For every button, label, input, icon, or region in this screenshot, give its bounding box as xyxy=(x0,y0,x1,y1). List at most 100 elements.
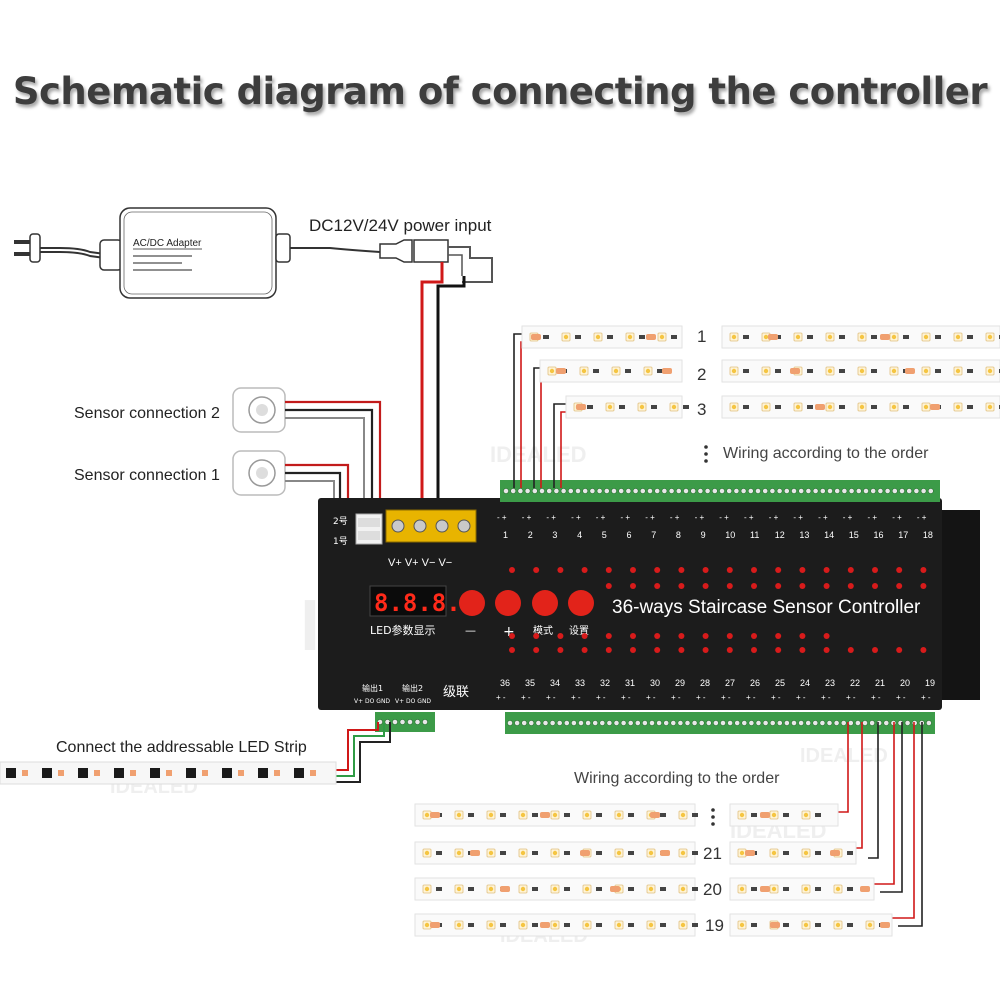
pin-polarity: + - xyxy=(896,693,906,702)
terminal-pin xyxy=(791,720,797,726)
terminal-pin xyxy=(726,488,733,494)
indicator-led xyxy=(775,647,782,653)
strip-number-1: 1 xyxy=(697,327,706,346)
terminal-pin xyxy=(539,488,545,494)
plus-button xyxy=(495,590,521,616)
bottom-channel-number: 32 xyxy=(600,678,610,688)
terminal-pin xyxy=(891,488,898,494)
terminal-pin xyxy=(705,720,712,726)
terminal-pin xyxy=(524,488,531,494)
indicator-led xyxy=(872,583,878,589)
terminal-pin xyxy=(690,488,697,494)
indicator-led xyxy=(509,633,515,639)
indicator-led xyxy=(605,567,612,573)
indicator-led xyxy=(678,633,685,639)
pin-polarity: - + xyxy=(892,513,902,522)
diagram-title: Schematic diagram of connecting the cont… xyxy=(12,70,988,113)
terminal-pin xyxy=(642,720,648,726)
bottom-channel-number: 21 xyxy=(875,678,885,688)
indicator-led xyxy=(654,647,661,653)
pin-polarity: + - xyxy=(571,693,581,702)
indicator-led xyxy=(702,633,709,639)
terminal-pin xyxy=(805,720,812,726)
indicator-led xyxy=(630,633,636,639)
terminal-pin xyxy=(627,720,634,726)
indicator-led xyxy=(726,633,733,639)
indicator-led xyxy=(533,567,540,573)
watermark-mid: IDEALED xyxy=(490,442,587,467)
bottom-channel-number: 30 xyxy=(650,678,660,688)
terminal-pin xyxy=(819,720,826,726)
terminal-pin xyxy=(869,720,875,726)
indicator-led xyxy=(509,647,515,653)
terminal-pin xyxy=(826,720,833,726)
pin-polarity: - + xyxy=(596,513,606,522)
terminal-pin xyxy=(819,488,826,494)
terminal-pin xyxy=(596,488,603,494)
top-channel-number: 5 xyxy=(602,530,607,540)
top-channel-number: 10 xyxy=(725,530,735,540)
sensor-connection-2-label: Sensor connection 2 xyxy=(74,405,220,422)
indicator-led xyxy=(702,647,709,653)
indicator-led xyxy=(751,633,757,639)
terminal-pin xyxy=(618,488,625,494)
indicator-led xyxy=(509,567,515,573)
indicator-led xyxy=(775,583,782,589)
indicator-led xyxy=(581,567,588,573)
indicator-led xyxy=(678,647,685,653)
terminal-pin xyxy=(392,719,398,725)
pin-polarity: - + xyxy=(546,513,556,522)
set-button xyxy=(568,590,594,616)
terminal-pin xyxy=(812,720,819,726)
led-strip xyxy=(729,841,857,865)
terminal-pin xyxy=(740,488,747,494)
bottom-channel-number: 27 xyxy=(725,678,735,688)
terminal-pin xyxy=(755,720,762,726)
terminal-pin xyxy=(399,719,406,725)
terminal-pin xyxy=(571,720,577,726)
terminal-pin xyxy=(422,719,428,725)
terminal-pin xyxy=(567,488,574,494)
pin-polarity: + - xyxy=(721,693,731,702)
bottom-channel-number: 35 xyxy=(525,678,535,688)
terminal-pin xyxy=(647,488,653,494)
terminal-pin xyxy=(663,720,670,726)
pin-polarity: - + xyxy=(497,513,507,522)
indicator-led xyxy=(775,567,782,573)
pin-polarity: - + xyxy=(843,513,853,522)
ellipsis-top xyxy=(704,445,708,463)
button-label-minus: — xyxy=(465,624,476,637)
indicator-led xyxy=(823,567,830,573)
pin-polarity: - + xyxy=(695,513,705,522)
terminal-pin xyxy=(649,720,655,726)
terminal-pin xyxy=(677,720,684,726)
button-label-plus: + xyxy=(503,624,515,640)
pin-polarity: - + xyxy=(621,513,631,522)
terminal-pin xyxy=(733,488,740,494)
terminal-pin xyxy=(503,488,509,494)
terminal-pin xyxy=(704,488,711,494)
terminal-pin xyxy=(606,720,613,726)
pin-polarity: + - xyxy=(521,693,531,702)
terminal-pin xyxy=(899,488,905,494)
addressable-strip-label: Connect the addressable LED Strip xyxy=(56,739,307,756)
terminal-pin xyxy=(521,720,528,726)
strip-number-2: 2 xyxy=(697,365,706,384)
terminal-pin xyxy=(904,720,911,726)
terminal-pin xyxy=(877,488,884,494)
indicator-led xyxy=(896,647,903,653)
wiring-note-bottom: Wiring according to the order xyxy=(574,770,780,787)
indicator-led xyxy=(654,633,661,639)
minus-button xyxy=(459,590,485,616)
pin-polarity: - + xyxy=(744,513,754,522)
top-channel-number: 4 xyxy=(577,530,582,540)
terminal-pin xyxy=(755,488,761,494)
wiring-note-top: Wiring according to the order xyxy=(723,445,929,462)
indicator-led xyxy=(726,567,733,573)
terminal-pin xyxy=(553,488,560,494)
bottom-terminal-pins xyxy=(377,719,932,726)
terminal-pin xyxy=(514,720,520,726)
indicator-led xyxy=(654,567,661,573)
pin-polarity: - + xyxy=(917,513,927,522)
pin-polarity: + - xyxy=(796,693,806,702)
